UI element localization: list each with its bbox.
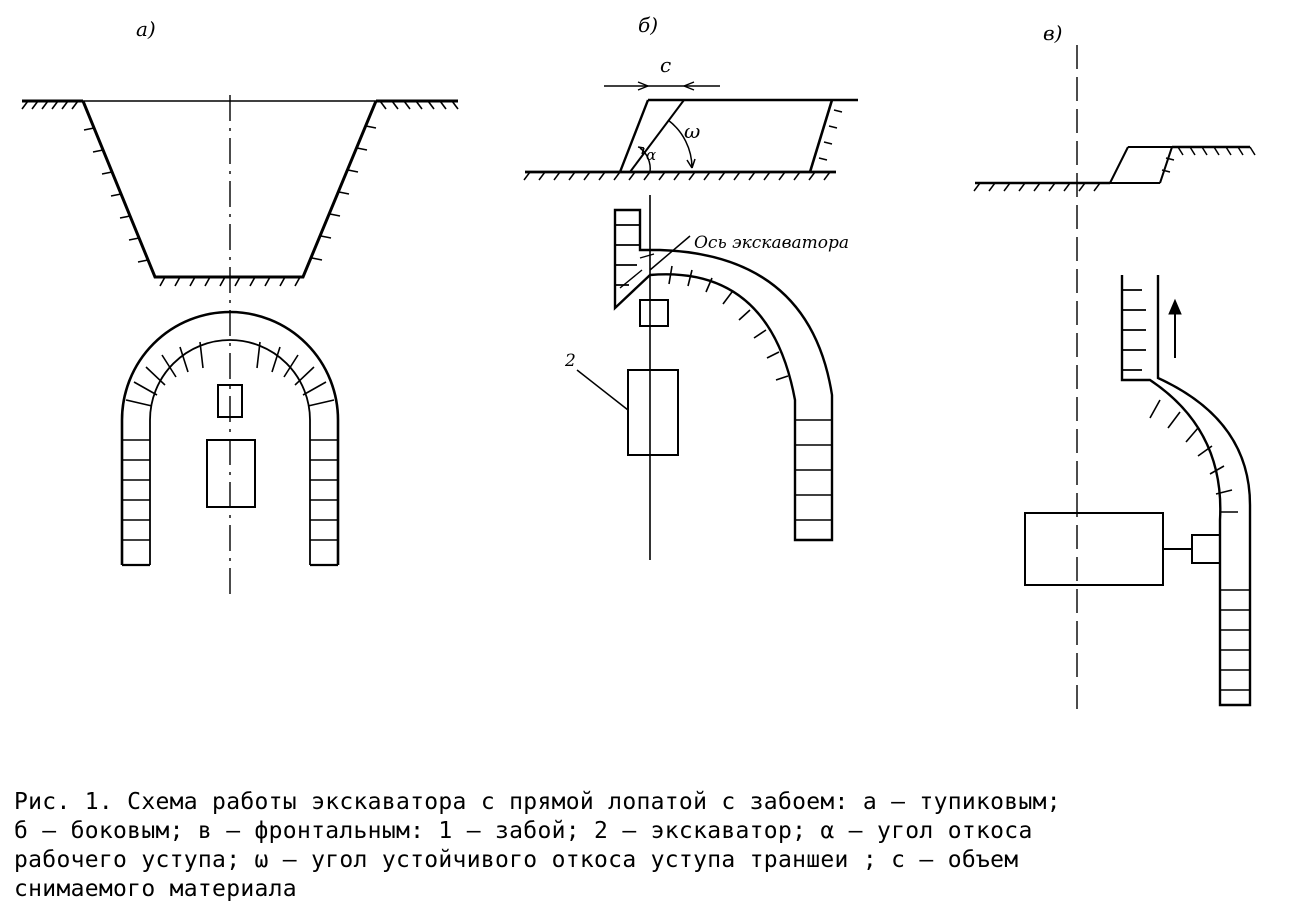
panel-b-alpha-arc — [639, 147, 651, 173]
panel-b-face-plan — [613, 208, 834, 542]
panel-v-direction-arrow — [1168, 298, 1182, 358]
panel-v-section — [973, 145, 1256, 192]
panel-a-label: а) — [136, 17, 156, 41]
svg-text:Ось экскаватора: Ось экскаватора — [694, 233, 849, 253]
panel-a-face-plan — [120, 310, 340, 567]
panel-v: в) — [973, 21, 1256, 710]
panel-a: а) — [21, 17, 459, 600]
panel-a-trench-section — [21, 99, 459, 287]
svg-text:α: α — [646, 146, 656, 164]
caption-line-3: рабочего уступа; ω – угол устойчивого от… — [14, 847, 1019, 873]
panel-a-excavator — [206, 384, 256, 508]
panel-b-excavator — [627, 299, 679, 456]
svg-text:2: 2 — [564, 351, 576, 371]
panel-v-excavator — [1024, 512, 1221, 586]
panel-b-label: б) — [638, 13, 658, 37]
caption-line-4: снимаемого материала — [14, 876, 297, 902]
svg-text:ω: ω — [684, 119, 700, 143]
panel-b-omega-arc — [667, 119, 693, 169]
caption-line-2: б – боковым; в – фронтальным: 1 – забой;… — [14, 818, 1033, 844]
panel-b-leaders: Ось экскаватора 2 — [564, 233, 849, 411]
svg-text:c: c — [660, 53, 671, 77]
excavator-scheme-figure: а) б) — [21, 13, 1256, 710]
panel-b: б) c α ω — [523, 13, 858, 560]
caption-line-1: Рис. 1. Схема работы экскаватора с прямо… — [14, 789, 1061, 815]
panel-b-bench-section: α ω — [523, 98, 858, 181]
panel-b-dimension-c: c — [604, 53, 720, 91]
figure-caption: Рис. 1. Схема работы экскаватора с прямо… — [14, 788, 1279, 904]
panel-v-label: в) — [1043, 21, 1062, 45]
panel-v-face-plan — [1120, 275, 1252, 707]
